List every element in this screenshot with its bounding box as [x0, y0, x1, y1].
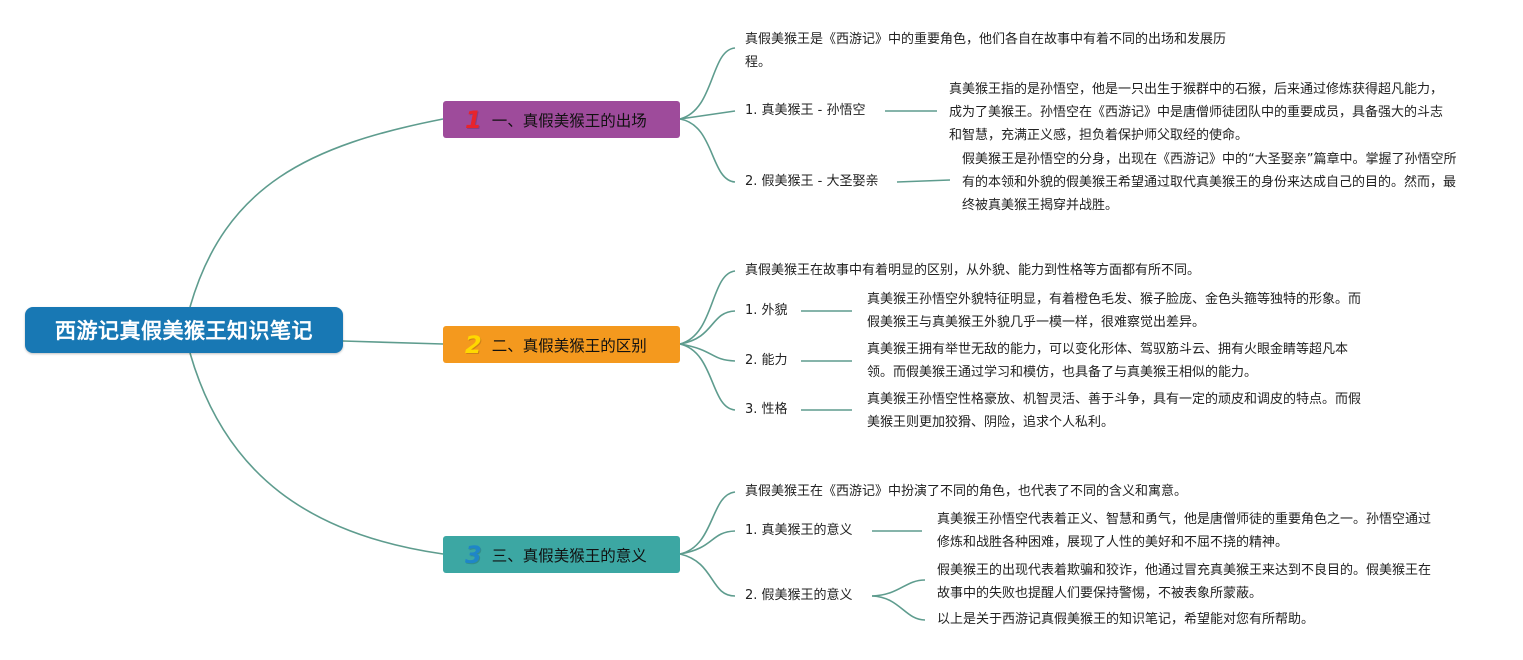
link-b2-item3 — [679, 343, 736, 411]
branch-1-number: 1 — [465, 105, 482, 134]
branch-3-item-2-label[interactable]: 2. 假美猴王的意义 — [745, 588, 853, 603]
branch-1-item-1-label[interactable]: 1. 真美猴王 - 孙悟空 — [745, 103, 866, 118]
branch-topic-1[interactable]: 1 一、真假美猴王的出场 — [443, 101, 680, 138]
link-b1-intro — [679, 47, 736, 120]
root-topic[interactable]: 西游记真假美猴王知识笔记 — [25, 307, 343, 353]
branch-3-number: 3 — [465, 540, 482, 569]
link-b1-item2 — [679, 118, 736, 183]
link-b1-item1 — [679, 110, 736, 120]
branch-1-item-1-desc: 真美猴王指的是孙悟空，他是一只出生于猴群中的石猴，后来通过修炼获得超凡能力，成为… — [949, 82, 1444, 143]
branch-1-intro: 真假美猴王是《西游记》中的重要角色，他们各自在故事中有着不同的出场和发展历程。 — [745, 32, 1227, 70]
link-b3-item2-desc1 — [871, 579, 926, 597]
branch-2-item-3-desc: 真美猴王孙悟空性格豪放、机智灵活、善于斗争，具有一定的顽皮和调皮的特点。而假美猴… — [867, 392, 1362, 430]
branch-topic-3[interactable]: 3 三、真假美猴王的意义 — [443, 536, 680, 573]
link-b2-item2 — [679, 343, 736, 362]
branch-topic-2[interactable]: 2 二、真假美猴王的区别 — [443, 326, 680, 363]
branch-1-item-2-desc: 假美猴王是孙悟空的分身，出现在《西游记》中的“大圣娶亲”篇章中。掌握了孙悟空所有… — [962, 152, 1457, 213]
link-root-b2 — [342, 340, 444, 345]
branch-2-number: 2 — [465, 330, 482, 359]
branch-2-label: 二、真假美猴王的区别 — [491, 336, 647, 355]
branch-2-intro: 真假美猴王在故事中有着明显的区别，从外貌、能力到性格等方面都有所不同。 — [745, 263, 1201, 278]
branch-1-item-2-label[interactable]: 2. 假美猴王 - 大圣娶亲 — [745, 174, 879, 189]
link-b3-intro — [679, 491, 736, 555]
link-b2-item1 — [679, 310, 736, 345]
link-b3-item2 — [679, 553, 736, 597]
branch-2-item-2-label[interactable]: 2. 能力 — [745, 353, 788, 368]
link-root-b3 — [189, 352, 444, 555]
branch-3-item-2-desc: 假美猴王的出现代表着欺骗和狡诈，他通过冒充真美猴王来达到不良目的。假美猴王在故事… — [937, 563, 1432, 601]
branch-2-item-2-desc: 真美猴王拥有举世无敌的能力，可以变化形体、驾驭筋斗云、拥有火眼金睛等超凡本领。而… — [867, 342, 1349, 380]
link-root-b1 — [189, 118, 444, 308]
root-title: 西游记真假美猴王知识笔记 — [55, 319, 313, 343]
branch-2-item-3-label[interactable]: 3. 性格 — [745, 402, 788, 417]
branch-3-item-1-desc: 真美猴王孙悟空代表着正义、智慧和勇气，他是唐僧师徒的重要角色之一。孙悟空通过修炼… — [937, 512, 1432, 550]
branch-2-item-1-label[interactable]: 1. 外貌 — [745, 303, 788, 318]
branch-1-label: 一、真假美猴王的出场 — [491, 111, 647, 130]
link-b1-item2-desc — [896, 179, 951, 183]
branch-3-item-2-desc-2: 以上是关于西游记真假美猴王的知识笔记，希望能对您有所帮助。 — [937, 612, 1315, 627]
branch-3-intro: 真假美猴王在《西游记》中扮演了不同的角色，也代表了不同的含义和寓意。 — [745, 484, 1188, 499]
link-b3-item2-desc2 — [871, 595, 926, 621]
branch-3-label: 三、真假美猴王的意义 — [491, 546, 647, 565]
link-b3-item1 — [679, 530, 736, 555]
branch-2-item-1-desc: 真美猴王孙悟空外貌特征明显，有着橙色毛发、猴子脸庞、金色头箍等独特的形象。而假美… — [867, 292, 1362, 330]
branch-3-item-1-label[interactable]: 1. 真美猴王的意义 — [745, 523, 853, 538]
link-b2-intro — [679, 270, 736, 345]
